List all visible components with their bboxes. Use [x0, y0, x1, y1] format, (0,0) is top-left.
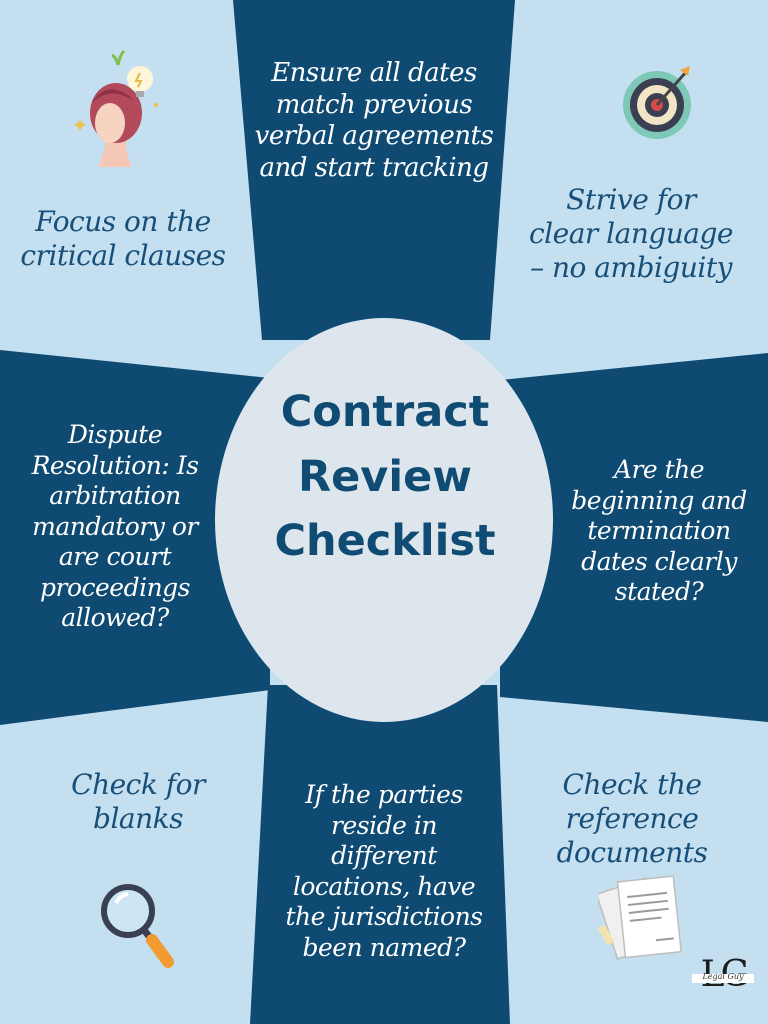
tip-dispute-resolution: Dispute Resolution: Is arbitration manda… [31, 420, 199, 632]
brand-logo: LG Legal Guy [690, 953, 756, 1005]
title-line-1: Contract [280, 387, 490, 437]
documents-icon [598, 875, 683, 960]
person-lightbulb-icon [74, 49, 158, 167]
tip-dates-match: Ensure all dates match previous verbal a… [254, 58, 494, 184]
title-line-3: Checklist [274, 516, 496, 566]
tip-critical-clauses: Focus on the critical clauses [20, 205, 226, 273]
tip-beginning-termination: Are the beginning and termination dates … [571, 455, 747, 606]
logo-bar [692, 974, 754, 983]
tip-check-blanks: Check for blanks [71, 768, 205, 836]
target-icon [623, 66, 691, 139]
tip-jurisdictions: If the parties reside in different locat… [285, 780, 483, 962]
center-circle [215, 318, 553, 722]
tip-reference-documents: Check the reference documents [556, 768, 708, 870]
band-bottom [250, 685, 510, 1024]
band-right [500, 353, 768, 722]
band-top [233, 0, 515, 340]
title-line-2: Review [298, 451, 472, 502]
logo-signature: Legal Guy [702, 972, 744, 981]
magnifying-glass-icon [101, 884, 174, 968]
band-left [0, 350, 270, 725]
checklist-title: Contract Review Checklist [230, 380, 540, 574]
tip-clear-language: Strive for clear language – no ambiguity [528, 183, 734, 285]
